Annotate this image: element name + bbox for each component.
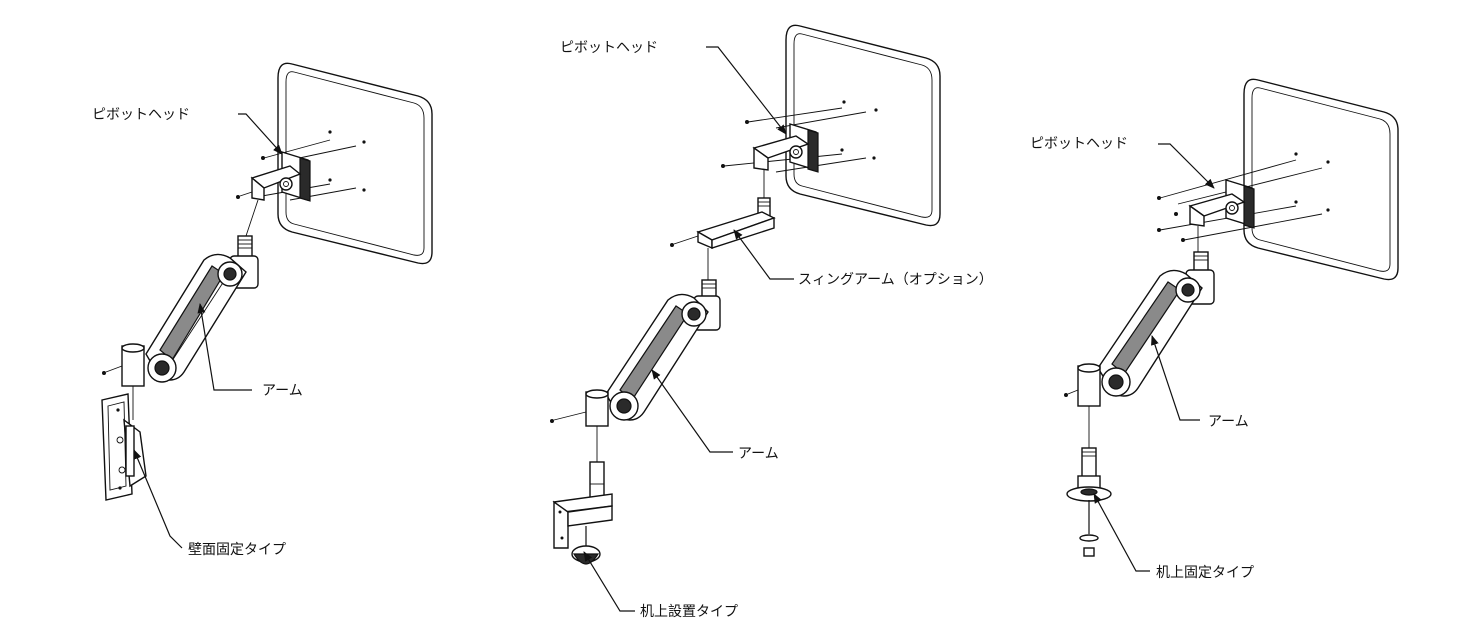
assembly-desk-clamp: ピボットヘッド スィングアーム（オプション） アーム 机上設置タイプ	[550, 24, 993, 620]
desk-clamp	[552, 461, 613, 565]
label-arm-3: アーム	[1208, 414, 1249, 430]
monitor-panel-3	[1243, 78, 1399, 281]
arm-2	[550, 279, 721, 462]
label-arm-2: アーム	[738, 446, 779, 462]
label-pivot-head-2: ピボットヘッド	[560, 40, 658, 56]
label-swing-arm: スィングアーム（オプション）	[798, 272, 993, 288]
pivot-head-3	[1188, 179, 1255, 252]
label-arm-1: アーム	[262, 383, 303, 399]
label-desk-fixed: 机上固定タイプ	[1156, 565, 1254, 581]
leader-lines-2	[583, 46, 794, 612]
swing-arm	[670, 197, 776, 280]
assembly-desk-fixed: ピボットヘッド アーム 机上固定タイプ	[1030, 78, 1399, 581]
pivot-head-1	[236, 151, 311, 237]
arm-1	[102, 235, 259, 420]
monitor-panel-2	[785, 24, 941, 227]
assembly-wall-mount: ピボットヘッド アーム 壁面固定タイプ	[92, 62, 433, 558]
pivot-head-2	[752, 123, 819, 198]
monitor-panel-1	[277, 62, 433, 265]
label-wall-mount: 壁面固定タイプ	[188, 542, 286, 558]
label-pivot-head-1: ピボットヘッド	[92, 107, 190, 123]
leader-lines-1	[133, 113, 283, 549]
arm-3	[1064, 251, 1215, 448]
label-desk-clamp: 机上設置タイプ	[640, 604, 738, 620]
leader-lines-3	[1093, 143, 1215, 572]
desk-fixed-base	[1066, 447, 1112, 557]
wall-bracket	[101, 393, 147, 501]
label-pivot-head-3: ピボットヘッド	[1030, 136, 1128, 152]
